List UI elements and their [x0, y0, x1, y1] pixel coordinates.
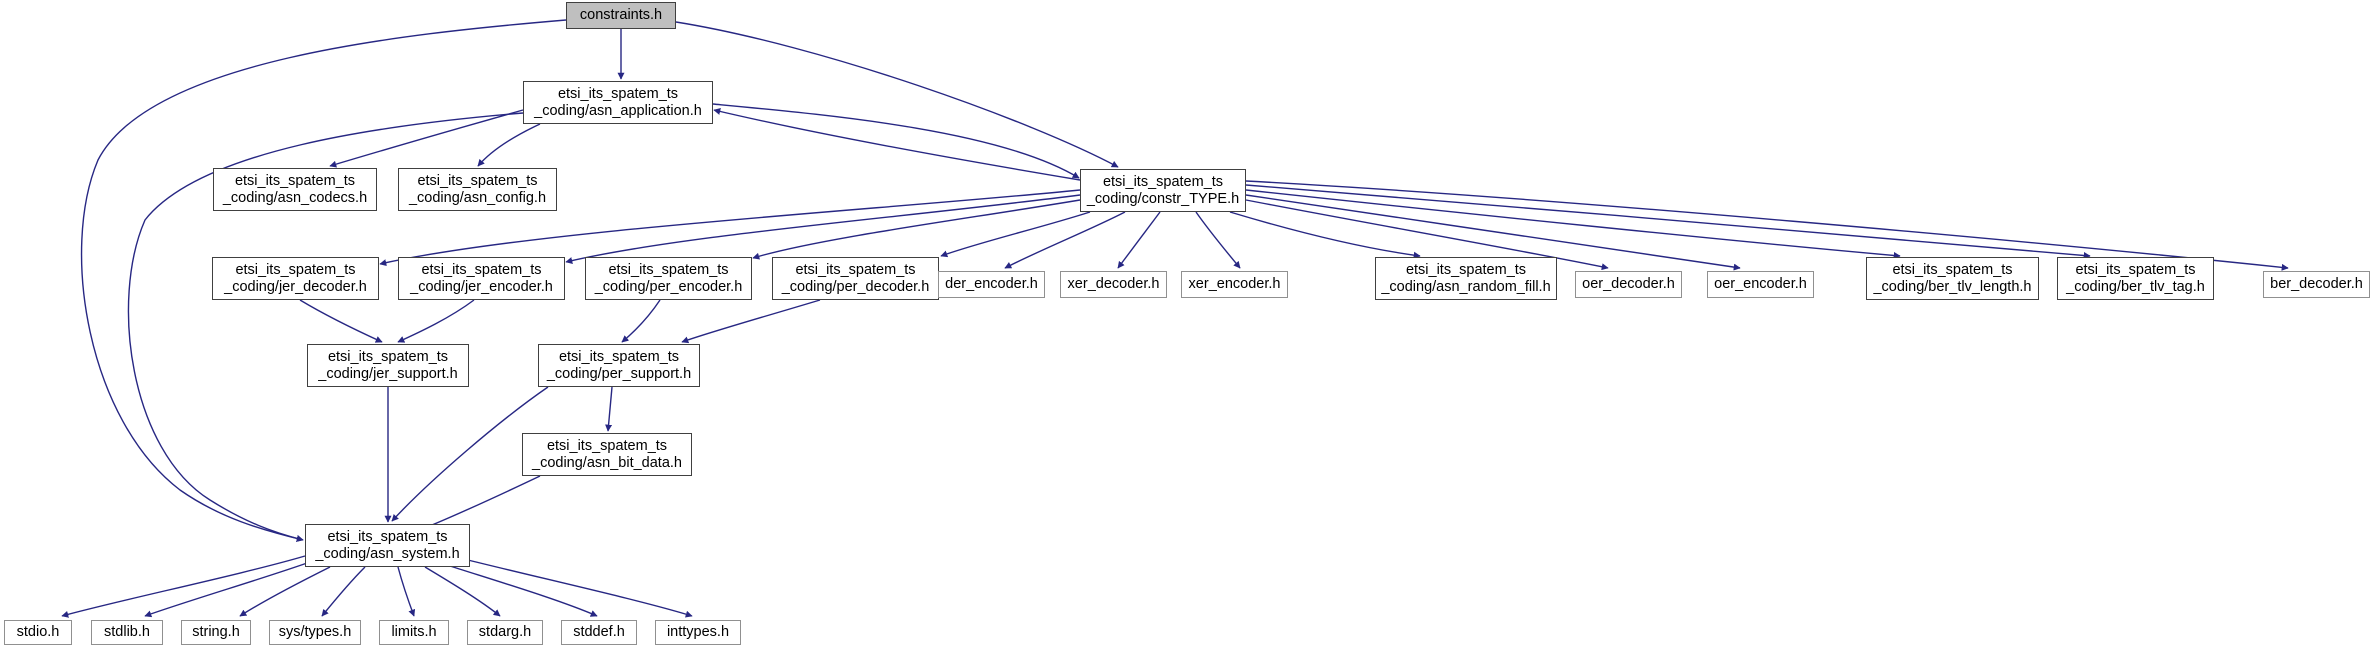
- graph-node-label: etsi_its_spatem_ts _coding/per_encoder.h: [594, 262, 743, 295]
- graph-node-label: etsi_its_spatem_ts _coding/asn_bit_data.…: [532, 438, 682, 471]
- graph-edge-constr_type-to-ber_tlv_length: [1245, 189, 1901, 259]
- graph-node-label: etsi_its_spatem_ts _coding/jer_support.h: [318, 349, 458, 382]
- graph-node-asn_system[interactable]: etsi_its_spatem_ts _coding/asn_system.h: [305, 524, 470, 567]
- graph-node-label: etsi_its_spatem_ts _coding/asn_codecs.h: [222, 173, 368, 206]
- graph-edge-constr_type-to-per_encoder: [752, 199, 1081, 260]
- graph-node-sys_types[interactable]: sys/types.h: [269, 620, 361, 645]
- graph-node-ber_decoder[interactable]: ber_decoder.h: [2263, 271, 2370, 298]
- graph-node-jer_support[interactable]: etsi_its_spatem_ts _coding/jer_support.h: [307, 344, 469, 387]
- graph-edge-jer_decoder-to-jer_support: [299, 299, 383, 343]
- graph-edge-constr_type-to-xer_encoder: [1195, 211, 1241, 269]
- graph-node-xer_decoder[interactable]: xer_decoder.h: [1060, 271, 1167, 298]
- graph-node-jer_encoder[interactable]: etsi_its_spatem_ts _coding/jer_encoder.h: [398, 257, 565, 300]
- graph-edge-constraints-to-constr_type: [675, 21, 1119, 168]
- graph-edge-constr_type-to-asn_application: [713, 108, 1081, 181]
- graph-node-label: inttypes.h: [666, 624, 730, 641]
- graph-node-label: stdarg.h: [478, 624, 532, 641]
- graph-node-per_encoder[interactable]: etsi_its_spatem_ts _coding/per_encoder.h: [585, 257, 752, 300]
- graph-node-label: etsi_its_spatem_ts _coding/per_decoder.h: [781, 262, 930, 295]
- graph-node-label: der_encoder.h: [945, 276, 1038, 293]
- graph-edge-jer_encoder-to-jer_support: [397, 299, 475, 343]
- graph-node-asn_application[interactable]: etsi_its_spatem_ts _coding/asn_applicati…: [523, 81, 713, 124]
- graph-node-per_support[interactable]: etsi_its_spatem_ts _coding/per_support.h: [538, 344, 700, 387]
- graph-edge-asn_system-to-stddef: [449, 565, 598, 617]
- graph-edge-asn_system-to-sys_types: [321, 566, 366, 617]
- graph-node-label: string.h: [192, 624, 240, 641]
- graph-node-label: xer_encoder.h: [1188, 276, 1281, 293]
- graph-node-label: etsi_its_spatem_ts _coding/asn_random_fi…: [1381, 262, 1551, 295]
- graph-node-label: xer_decoder.h: [1067, 276, 1160, 293]
- graph-node-label: sys/types.h: [278, 624, 352, 641]
- graph-edge-constr_type-to-ber_tlv_tag: [1245, 184, 2091, 259]
- graph-node-label: etsi_its_spatem_ts _coding/ber_tlv_tag.h: [2066, 262, 2205, 295]
- graph-edge-asn_system-to-limits: [397, 566, 416, 617]
- graph-node-asn_random_fill[interactable]: etsi_its_spatem_ts _coding/asn_random_fi…: [1375, 257, 1557, 300]
- graph-node-jer_decoder[interactable]: etsi_its_spatem_ts _coding/jer_decoder.h: [212, 257, 379, 300]
- graph-node-der_encoder[interactable]: der_encoder.h: [938, 271, 1045, 298]
- graph-edge-asn_system-to-stdarg: [424, 566, 501, 617]
- graph-edge-per_decoder-to-per_support: [681, 299, 821, 344]
- graph-node-stdlib[interactable]: stdlib.h: [91, 620, 163, 645]
- graph-node-label: limits.h: [391, 624, 437, 641]
- graph-edge-asn_application-to-constr_type: [712, 103, 1080, 179]
- graph-node-label: stdio.h: [16, 624, 60, 641]
- graph-edge-asn_system-to-string: [239, 566, 331, 617]
- graph-edge-constr_type-to-asn_random_fill: [1229, 211, 1421, 259]
- graph-node-label: ber_decoder.h: [2270, 276, 2363, 293]
- graph-node-stdio[interactable]: stdio.h: [4, 620, 72, 645]
- graph-node-limits[interactable]: limits.h: [379, 620, 449, 645]
- graph-edge-asn_application-to-asn_config: [477, 123, 541, 167]
- graph-edge-asn_application-to-asn_codecs: [329, 109, 524, 168]
- graph-edge-per_support-to-asn_bit_data: [605, 386, 613, 432]
- graph-node-label: constraints.h: [579, 7, 663, 24]
- graph-node-label: etsi_its_spatem_ts _coding/jer_encoder.h: [410, 262, 553, 295]
- graph-node-label: etsi_its_spatem_ts _coding/asn_config.h: [408, 173, 547, 206]
- graph-node-label: etsi_its_spatem_ts _coding/asn_applicati…: [534, 86, 702, 119]
- graph-node-oer_encoder[interactable]: oer_encoder.h: [1707, 271, 1814, 298]
- graph-node-per_decoder[interactable]: etsi_its_spatem_ts _coding/per_decoder.h: [772, 257, 939, 300]
- graph-node-label: stddef.h: [573, 624, 625, 641]
- graph-node-stddef[interactable]: stddef.h: [561, 620, 637, 645]
- graph-node-label: etsi_its_spatem_ts _coding/per_support.h: [546, 349, 692, 382]
- graph-edge-asn_system-to-stdio: [61, 555, 306, 618]
- graph-node-label: oer_decoder.h: [1582, 276, 1675, 293]
- graph-node-asn_bit_data[interactable]: etsi_its_spatem_ts _coding/asn_bit_data.…: [522, 433, 692, 476]
- graph-edge-per_encoder-to-per_support: [621, 299, 661, 343]
- graph-node-stdarg[interactable]: stdarg.h: [467, 620, 543, 645]
- graph-node-oer_decoder[interactable]: oer_decoder.h: [1575, 271, 1682, 298]
- graph-edge-constr_type-to-jer_encoder: [565, 194, 1081, 264]
- graph-edge-constr_type-to-ber_decoder: [1245, 180, 2289, 271]
- graph-node-label: etsi_its_spatem_ts _coding/asn_system.h: [315, 529, 460, 562]
- graph-node-asn_codecs[interactable]: etsi_its_spatem_ts _coding/asn_codecs.h: [213, 168, 377, 211]
- graph-edge-constr_type-to-der_encoder: [1004, 211, 1126, 269]
- graph-node-label: etsi_its_spatem_ts _coding/ber_tlv_lengt…: [1873, 262, 2032, 295]
- graph-node-label: stdlib.h: [104, 624, 150, 641]
- graph-node-constr_type[interactable]: etsi_its_spatem_ts _coding/constr_TYPE.h: [1080, 169, 1246, 212]
- graph-node-string[interactable]: string.h: [181, 620, 251, 645]
- graph-edge-constr_type-to-per_decoder: [940, 211, 1091, 258]
- graph-edge-constr_type-to-xer_decoder: [1117, 211, 1161, 269]
- graph-node-constraints[interactable]: constraints.h: [566, 2, 676, 29]
- graph-edge-asn_system-to-stdlib: [144, 561, 311, 618]
- graph-edge-asn_system-to-inttypes: [467, 559, 693, 618]
- graph-node-label: etsi_its_spatem_ts _coding/constr_TYPE.h: [1086, 174, 1240, 207]
- graph-node-ber_tlv_tag[interactable]: etsi_its_spatem_ts _coding/ber_tlv_tag.h: [2057, 257, 2214, 300]
- graph-node-xer_encoder[interactable]: xer_encoder.h: [1181, 271, 1288, 298]
- graph-node-asn_config[interactable]: etsi_its_spatem_ts _coding/asn_config.h: [398, 168, 557, 211]
- graph-node-inttypes[interactable]: inttypes.h: [655, 620, 741, 645]
- graph-node-label: etsi_its_spatem_ts _coding/jer_decoder.h: [224, 262, 367, 295]
- graph-node-label: oer_encoder.h: [1714, 276, 1807, 293]
- graph-node-ber_tlv_length[interactable]: etsi_its_spatem_ts _coding/ber_tlv_lengt…: [1866, 257, 2039, 300]
